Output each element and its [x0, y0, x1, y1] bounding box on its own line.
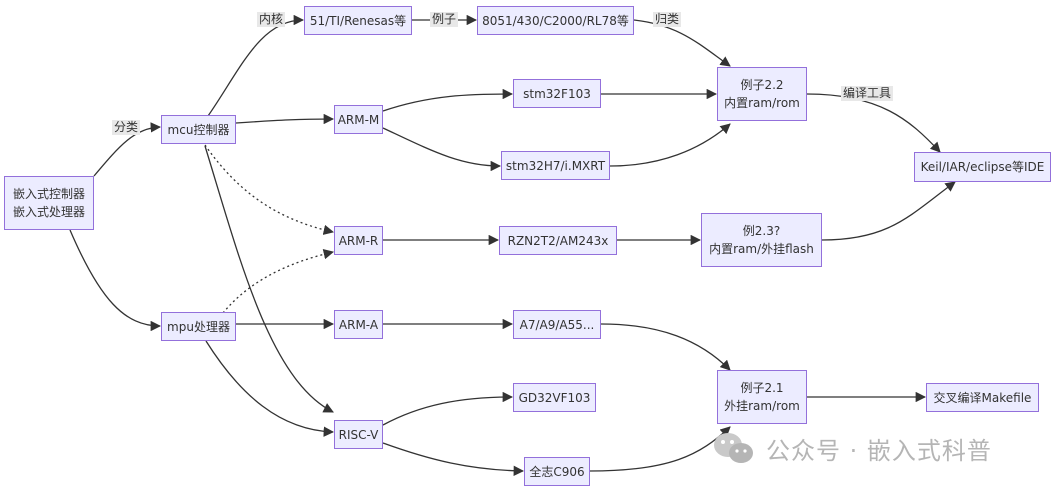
- edge-mcu-armr: [204, 144, 335, 236]
- node-arm-r[interactable]: ARM-R: [334, 226, 383, 255]
- edge-root-mpu: [69, 229, 162, 332]
- watermark-text: 公众号 · 嵌入式科普: [766, 436, 992, 465]
- node-mcu-label: mcu控制器: [167, 122, 230, 137]
- edge-mpu-riscv: [205, 340, 335, 437]
- edge-c906-ex21: [589, 426, 731, 472]
- node-ide-label: Keil/IAR/eclipse等IDE: [920, 160, 1045, 174]
- edge-mcu-riscv: [204, 145, 334, 413]
- node-example-2-3-line1: 例2.3?: [742, 224, 781, 238]
- node-arm-a[interactable]: ARM-A: [334, 310, 383, 339]
- node-makefile[interactable]: 交叉编译Makefile: [926, 383, 1039, 412]
- node-makefile-label: 交叉编译Makefile: [933, 390, 1032, 405]
- node-root-line1: 嵌入式控制器: [12, 187, 85, 201]
- edge-stm32h7-ex22: [609, 123, 731, 167]
- node-risc-v[interactable]: RISC-V: [334, 420, 383, 449]
- node-example-2-2[interactable]: 例子2.2 内置ram/rom: [717, 67, 807, 121]
- node-example-2-1-line1: 例子2.1: [740, 381, 784, 395]
- node-mcu-core-example-label: 8051/430/C2000/RL78等: [482, 13, 629, 28]
- edge-ex23-ide: [821, 181, 956, 241]
- edge-a7-ex21: [600, 323, 731, 371]
- edge-label-classify: 分类: [112, 120, 141, 135]
- node-rzn2t2-label: RZN2T2/AM243x: [507, 233, 609, 248]
- edge-mpu-armr: [222, 249, 335, 314]
- edge-label-core: 内核: [257, 12, 286, 27]
- node-arm-r-label: ARM-R: [338, 233, 379, 248]
- edge-riscv-gd32: [382, 391, 514, 426]
- edge-armm-stm32f103: [382, 88, 514, 112]
- edge-ex22-ide: [806, 93, 941, 153]
- node-c906-label: 全志C906: [529, 464, 585, 479]
- node-stm32f103[interactable]: stm32F103: [513, 79, 601, 108]
- node-mpu[interactable]: mpu处理器: [161, 312, 236, 341]
- node-mcu-core-label: 51/TI/Renesas等: [309, 13, 407, 28]
- edge-mcu-core: [207, 14, 305, 117]
- node-root[interactable]: 嵌入式控制器 嵌入式处理器: [4, 176, 94, 230]
- edge-label-categorize: 归类: [653, 12, 682, 27]
- node-example-2-1[interactable]: 例子2.1 外挂ram/rom: [717, 370, 807, 424]
- edge-mcu-armm: [235, 113, 335, 125]
- node-gd32[interactable]: GD32VF103: [513, 383, 596, 412]
- node-risc-v-label: RISC-V: [338, 427, 379, 442]
- node-a7[interactable]: A7/A9/A55...: [513, 310, 601, 339]
- edge-root-mcu: [93, 122, 162, 177]
- node-mcu[interactable]: mcu控制器: [161, 115, 236, 144]
- edge-label-compile-tool: 编译工具: [841, 86, 894, 101]
- node-c906[interactable]: 全志C906: [524, 457, 590, 486]
- node-stm32f103-label: stm32F103: [523, 86, 591, 101]
- node-example-2-3[interactable]: 例2.3? 内置ram/外挂flash: [701, 213, 822, 267]
- node-example-2-2-line2: 内置ram/rom: [724, 96, 800, 110]
- node-rzn2t2[interactable]: RZN2T2/AM243x: [499, 226, 617, 255]
- node-mpu-label: mpu处理器: [167, 319, 230, 334]
- node-stm32h7-label: stm32H7/i.MXRT: [505, 158, 606, 173]
- node-mcu-core-example[interactable]: 8051/430/C2000/RL78等: [477, 6, 634, 35]
- node-arm-m-label: ARM-M: [337, 112, 380, 127]
- edge-armm-stm32h7: [382, 127, 502, 172]
- node-gd32-label: GD32VF103: [518, 390, 591, 405]
- node-arm-a-label: ARM-A: [338, 317, 379, 332]
- node-ide[interactable]: Keil/IAR/eclipse等IDE: [914, 152, 1051, 182]
- node-example-2-1-line2: 外挂ram/rom: [724, 399, 800, 413]
- node-example-2-2-line1: 例子2.2: [740, 78, 784, 92]
- node-root-line2: 嵌入式处理器: [12, 205, 85, 219]
- edge-label-example: 例子: [430, 12, 459, 27]
- node-stm32h7[interactable]: stm32H7/i.MXRT: [501, 151, 610, 180]
- node-arm-m[interactable]: ARM-M: [334, 105, 383, 134]
- watermark: 公众号 · 嵌入式科普: [712, 430, 992, 466]
- wechat-icon: [714, 433, 753, 463]
- node-mcu-core[interactable]: 51/TI/Renesas等: [304, 6, 412, 35]
- node-a7-label: A7/A9/A55...: [519, 317, 595, 332]
- edge-coreex-ex22: [633, 19, 731, 67]
- edge-riscv-c906: [382, 442, 525, 477]
- node-example-2-3-line2: 内置ram/外挂flash: [709, 242, 814, 256]
